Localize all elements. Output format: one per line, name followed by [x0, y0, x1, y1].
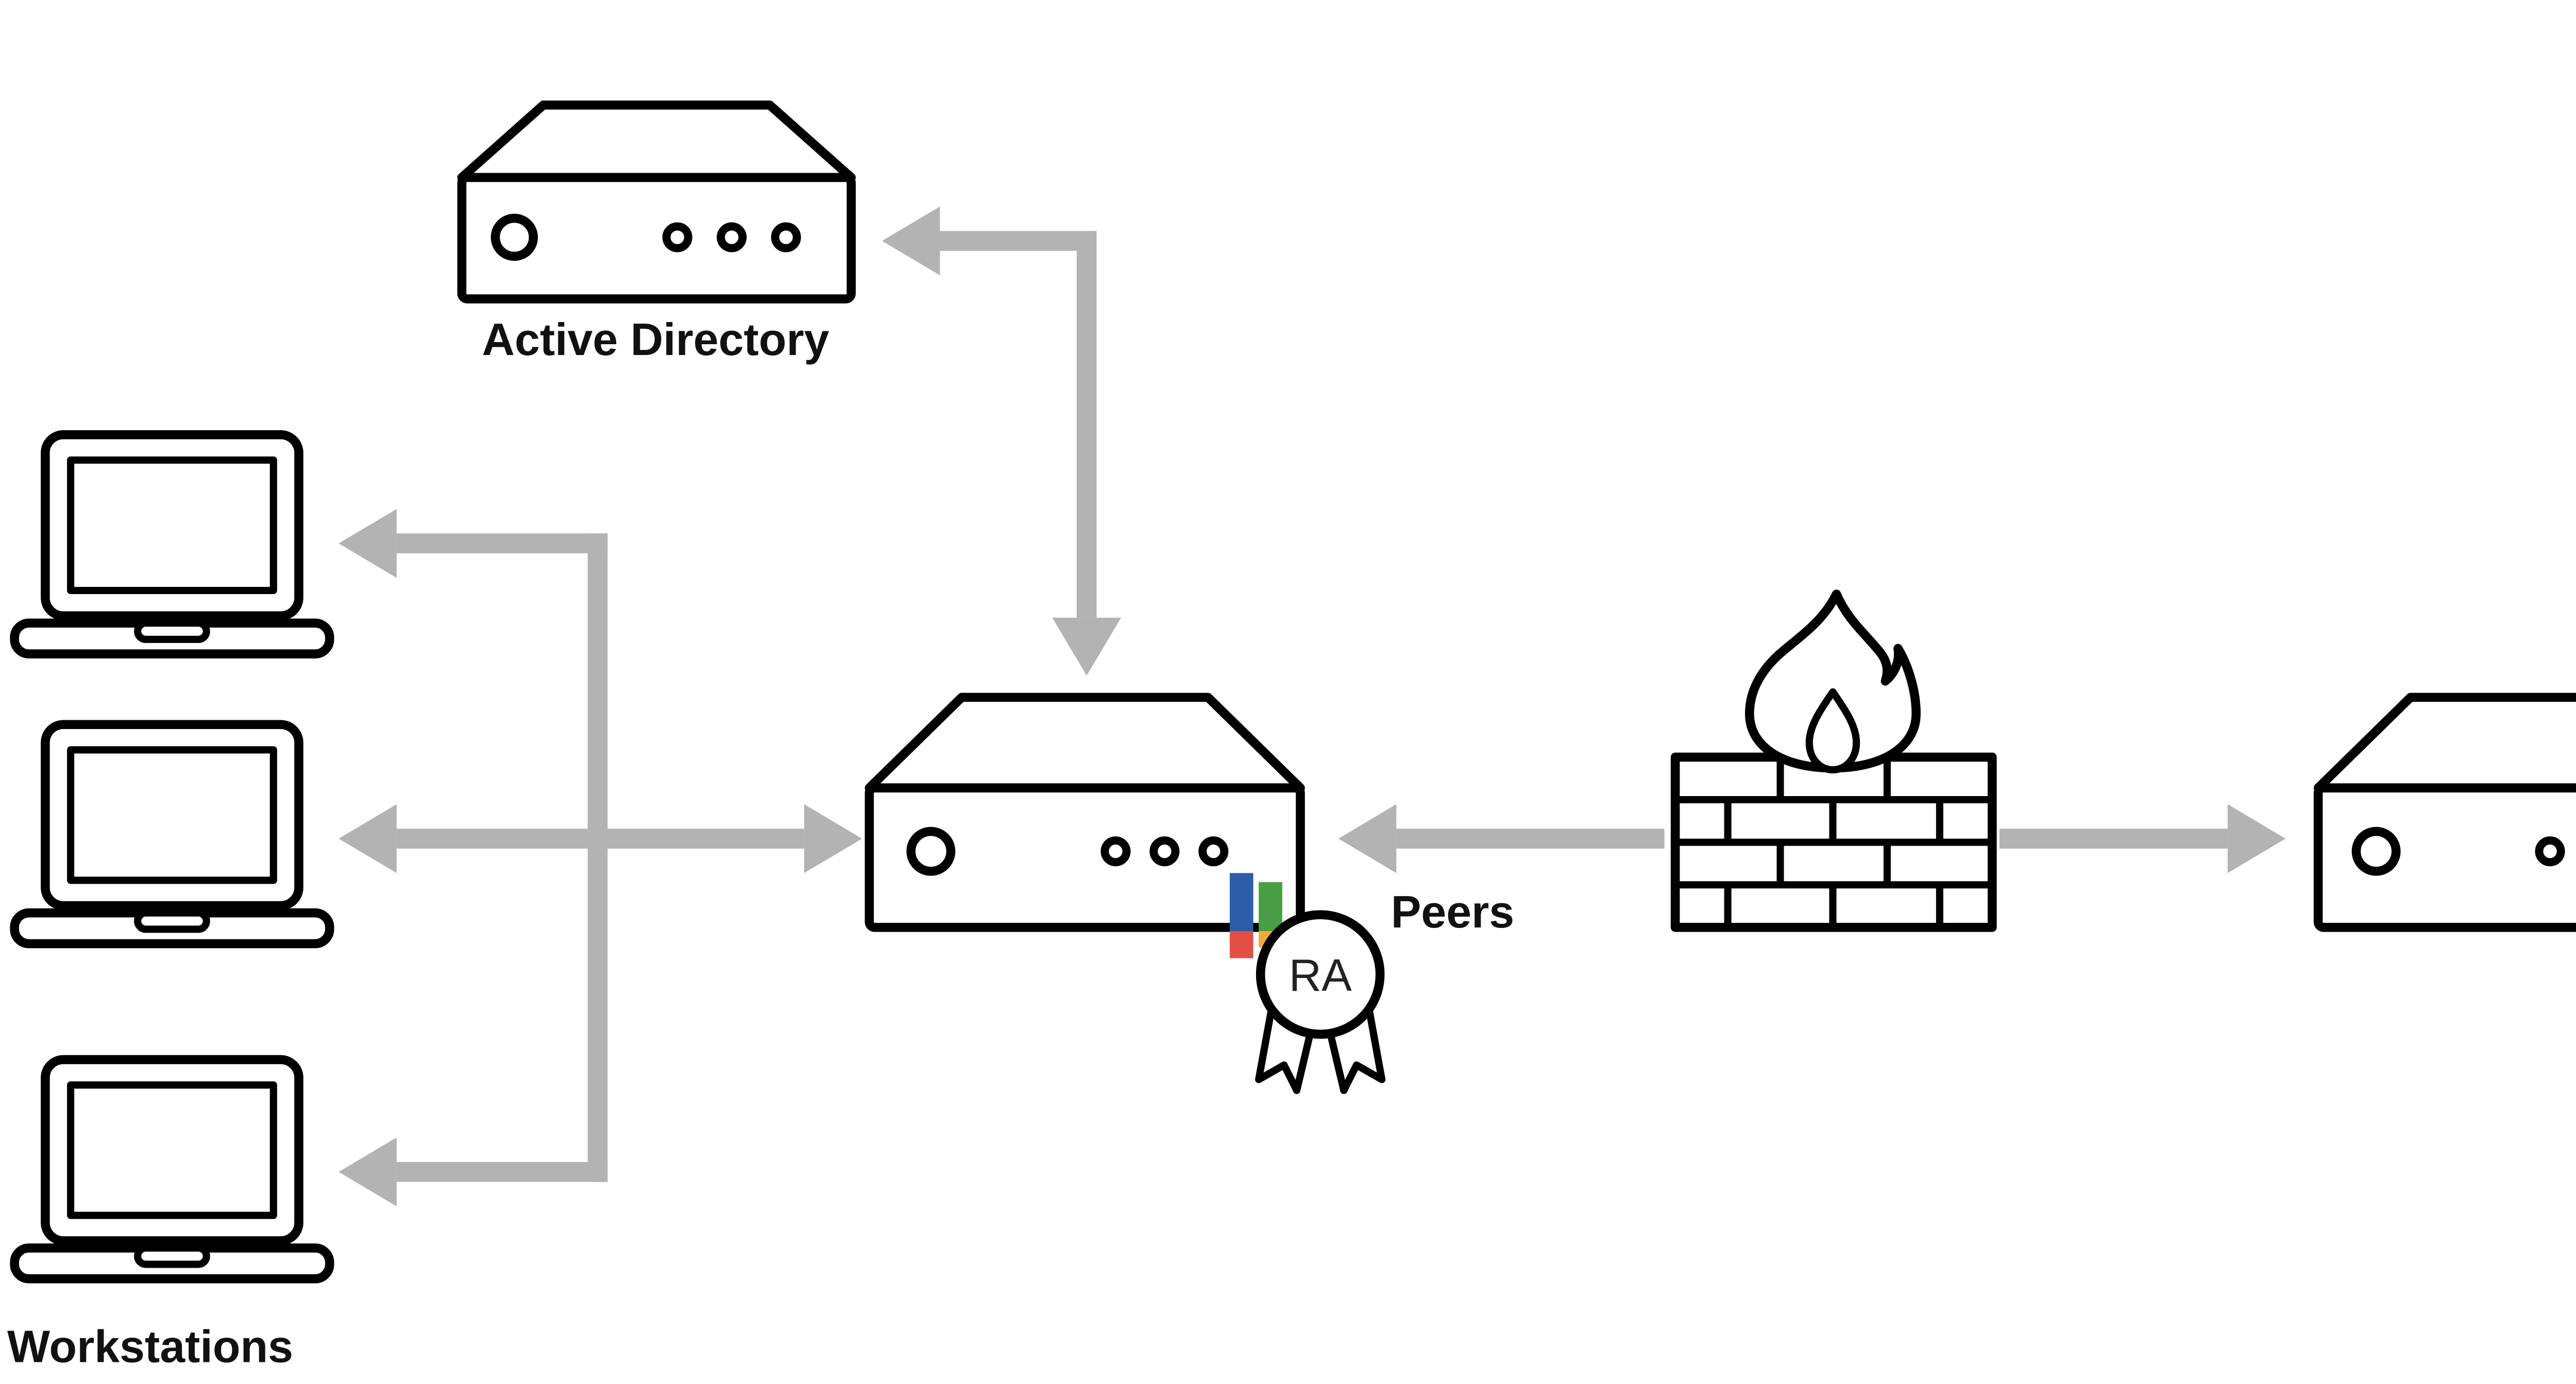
flame-inner — [1805, 688, 1860, 774]
laptop-notch-icon — [134, 619, 210, 643]
arrow-head-right-icon — [804, 804, 862, 873]
server-dot-icon — [1198, 836, 1229, 867]
server-power-ring-icon — [906, 826, 956, 876]
peers-label: Peers — [1391, 886, 1514, 937]
flame-icon — [1745, 589, 1921, 774]
laptop-notch-icon — [134, 909, 210, 933]
brick-wall-icon — [1670, 752, 1997, 932]
arrow-head-left-icon — [338, 1137, 397, 1207]
active-directory-server: Active Directory — [457, 100, 856, 365]
bar-green-icon — [1259, 882, 1282, 931]
server-top-icon — [457, 100, 856, 182]
arrow-head-left-icon — [338, 509, 397, 578]
arrow-head-right-icon — [2227, 804, 2286, 873]
server-front-icon — [457, 173, 856, 303]
server-dot-icon — [2535, 836, 2565, 867]
bar-blue-icon — [1229, 873, 1253, 931]
server-front-icon — [865, 783, 1305, 932]
arrow-firewall-to-ra — [1338, 804, 1665, 873]
ra-badge-label: RA — [1289, 950, 1352, 1001]
workstation-laptop-3 — [10, 1055, 334, 1284]
flame-outer — [1745, 589, 1921, 773]
arrow-head-left-icon — [882, 206, 940, 276]
ra-server: RA — [865, 693, 1386, 1094]
arrow-head-left-icon — [338, 804, 397, 873]
arrow-head-left-icon — [1338, 804, 1397, 873]
workstations-label: Workstations — [7, 1321, 293, 1372]
server-dot-icon — [1149, 836, 1180, 867]
server-top-icon — [2313, 693, 2576, 792]
workstation-laptop-1 — [10, 430, 334, 659]
server-power-ring-icon — [490, 213, 538, 261]
ra-certificate-badge: RA — [1255, 910, 1386, 1094]
workstation-laptop-2 — [10, 720, 334, 949]
badge-seal-icon — [1256, 910, 1385, 1039]
ca-server: CA — [2313, 693, 2576, 932]
arrow-elbow-line — [940, 231, 1097, 618]
arrows-workstations — [338, 509, 862, 1207]
server-dot-icon — [717, 222, 747, 252]
server-dot-icon — [1100, 836, 1131, 867]
laptop-screen-inner-icon — [67, 456, 277, 595]
laptop-screen-inner-icon — [67, 1081, 277, 1219]
active-directory-label: Active Directory — [482, 314, 829, 365]
arrow-ra-to-active-directory — [882, 206, 1121, 676]
server-dot-icon — [662, 222, 692, 252]
arrow-head-down-icon — [1052, 617, 1121, 676]
server-front-icon — [2313, 783, 2576, 932]
server-top-icon — [865, 693, 1305, 792]
arrow-firewall-to-ca — [1999, 804, 2286, 873]
laptop-screen-inner-icon — [67, 746, 277, 884]
server-dot-icon — [771, 222, 801, 252]
bar-red-icon — [1229, 931, 1253, 958]
laptop-notch-icon — [134, 1244, 210, 1268]
server-power-ring-icon — [2351, 826, 2401, 876]
firewall-icon — [1670, 589, 1997, 932]
